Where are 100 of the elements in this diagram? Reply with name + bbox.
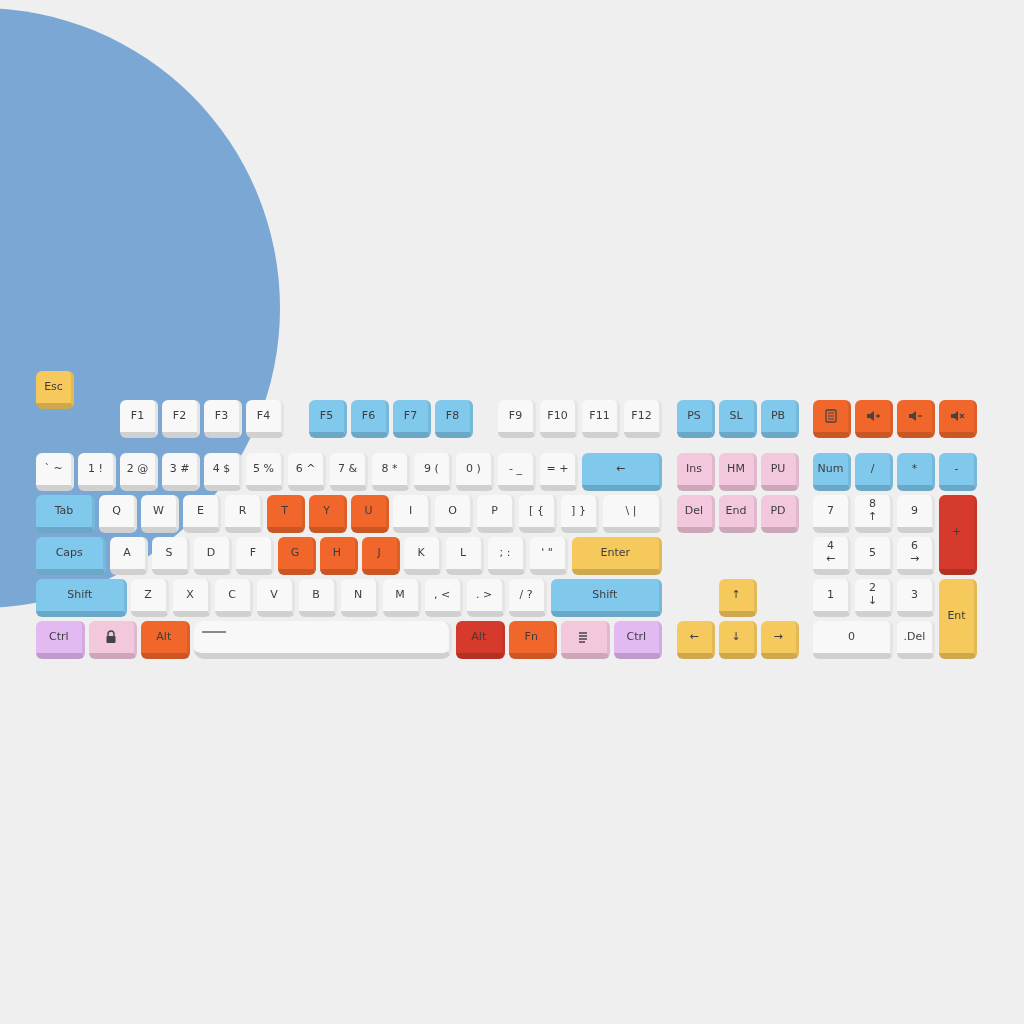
key-legend: F10 — [547, 410, 568, 422]
key-legend: Ctrl — [626, 630, 647, 643]
key-legend: 1 ! — [88, 462, 103, 475]
keycap — [382, 578, 421, 617]
keycap — [193, 536, 232, 575]
keycap — [760, 494, 799, 533]
key-legend: H — [332, 546, 342, 559]
keycap — [225, 494, 263, 533]
keycap — [540, 400, 578, 438]
key-legend: P — [491, 504, 498, 517]
key-legend: - — [954, 462, 959, 475]
keycap — [571, 536, 662, 575]
space-bar — [193, 620, 452, 659]
key-legend: = + — [546, 462, 569, 475]
keycap — [130, 578, 169, 617]
keycap — [78, 452, 116, 491]
keycap — [288, 452, 326, 491]
key-legend: ' " — [541, 546, 553, 559]
keycap — [424, 578, 463, 617]
key-legend: O — [448, 504, 457, 517]
key-legend: - _ — [509, 462, 522, 475]
key-legend: ← — [825, 553, 836, 565]
key-legend: F1 — [130, 410, 145, 422]
key-legend: F7 — [403, 410, 418, 422]
key-legend: F3 — [214, 410, 229, 422]
keycap — [939, 452, 977, 491]
key-legend: Num — [817, 462, 844, 475]
key-legend: / — [870, 462, 875, 475]
keycap — [498, 452, 536, 491]
keycap — [603, 494, 662, 533]
keycap — [120, 400, 158, 438]
keycap — [561, 494, 599, 533]
key-legend: PB — [770, 410, 786, 422]
key-legend: + — [951, 525, 962, 538]
keycap — [372, 452, 410, 491]
keycap — [897, 578, 935, 617]
key-legend: F11 — [589, 410, 610, 422]
keycap — [351, 494, 389, 533]
keycap — [760, 400, 799, 438]
keycap — [550, 578, 662, 617]
keycap — [309, 400, 347, 438]
key-legend: ↓ — [867, 595, 878, 607]
keycap — [760, 620, 799, 659]
keycap — [298, 578, 337, 617]
keycap — [477, 494, 515, 533]
key-legend: ← — [615, 462, 626, 475]
key-legend: PD — [770, 504, 786, 517]
keycap — [855, 452, 893, 491]
key-legend: R — [238, 504, 247, 517]
keycap — [414, 452, 452, 491]
keycap — [36, 578, 127, 617]
key-legend: F — [249, 546, 257, 559]
key-legend: ← — [689, 630, 699, 643]
key-legend: 8 * — [381, 462, 398, 475]
key-legend: 3 # — [169, 462, 190, 475]
keycap — [897, 494, 935, 533]
key-legend: 9 — [911, 504, 918, 517]
keycap — [813, 620, 893, 659]
key-legend: 0 ) — [466, 462, 481, 475]
key-legend: L — [459, 546, 467, 559]
keycap — [855, 494, 893, 533]
key-legend: * — [911, 462, 918, 475]
keycap — [36, 370, 74, 409]
keycap — [897, 620, 935, 659]
keycap — [277, 536, 316, 575]
key-legend: X — [186, 588, 194, 601]
keycap — [718, 620, 757, 659]
key-legend: ↑ — [867, 511, 878, 523]
key-legend: Z — [144, 588, 152, 601]
key-legend: U — [364, 504, 373, 517]
keycap — [529, 536, 568, 575]
keycap — [624, 400, 662, 438]
key-legend: 5 — [869, 546, 876, 559]
keycap — [855, 400, 893, 438]
keycap — [813, 400, 851, 438]
key-legend: F6 — [361, 410, 376, 422]
key-legend: Alt — [156, 630, 172, 643]
keycap — [561, 620, 610, 659]
keycap — [204, 452, 242, 491]
key-legend: 4 — [827, 540, 834, 552]
keycap — [582, 400, 620, 438]
key-legend: SL — [729, 410, 743, 422]
keycap — [445, 536, 484, 575]
key-legend: ] } — [571, 504, 586, 517]
key-legend: Ins — [686, 462, 702, 475]
keycap — [813, 452, 851, 491]
keycap — [813, 578, 851, 617]
key-legend: V — [270, 588, 278, 601]
key-legend: F8 — [445, 410, 460, 422]
key-legend: PU — [770, 462, 786, 475]
keycap — [36, 452, 74, 491]
key-legend: 8 — [869, 498, 876, 510]
key-legend: M — [395, 588, 405, 601]
keycap — [36, 620, 85, 659]
key-legend: 3 — [911, 588, 918, 601]
keycap — [214, 578, 253, 617]
key-legend: 2 — [869, 582, 876, 594]
key-legend: I — [408, 504, 413, 517]
keycap — [676, 400, 715, 438]
key-legend: T — [281, 504, 288, 517]
